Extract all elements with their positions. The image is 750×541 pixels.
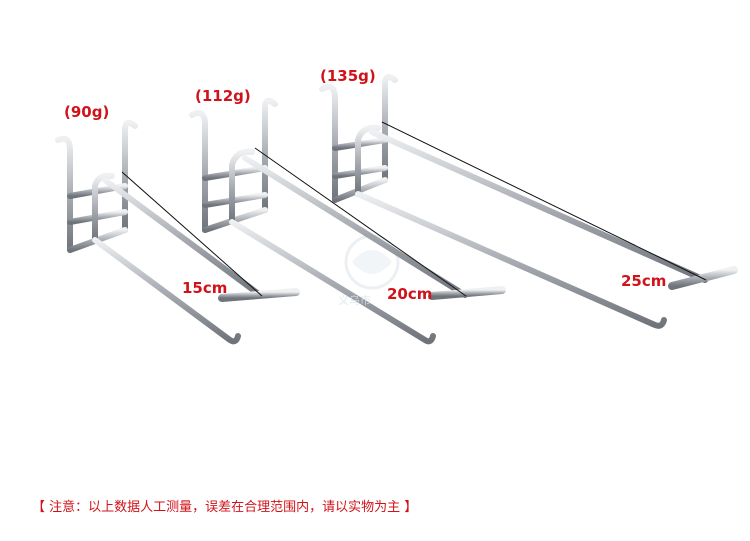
measurement-note: 【 注意：以上数据人工测量，误差在合理范围内，请以实物为主 】 — [32, 500, 418, 515]
weight-label-20cm: (112g) — [195, 87, 251, 105]
length-label-25cm: 25cm — [621, 272, 667, 290]
watermark-logo — [344, 234, 400, 290]
watermark-text: 义乌市 — [338, 294, 371, 307]
length-label-15cm: 15cm — [182, 279, 228, 297]
measure-line-15cm — [121, 171, 263, 297]
hook-25cm — [319, 74, 738, 329]
measure-line-20cm — [254, 147, 467, 297]
weight-label-15cm: (90g) — [64, 103, 110, 121]
length-label-20cm: 20cm — [387, 285, 433, 303]
hook-15cm — [55, 119, 300, 345]
measure-line-25cm — [381, 121, 707, 281]
weight-label-25cm: (135g) — [320, 67, 376, 85]
hook-20cm — [189, 97, 506, 345]
